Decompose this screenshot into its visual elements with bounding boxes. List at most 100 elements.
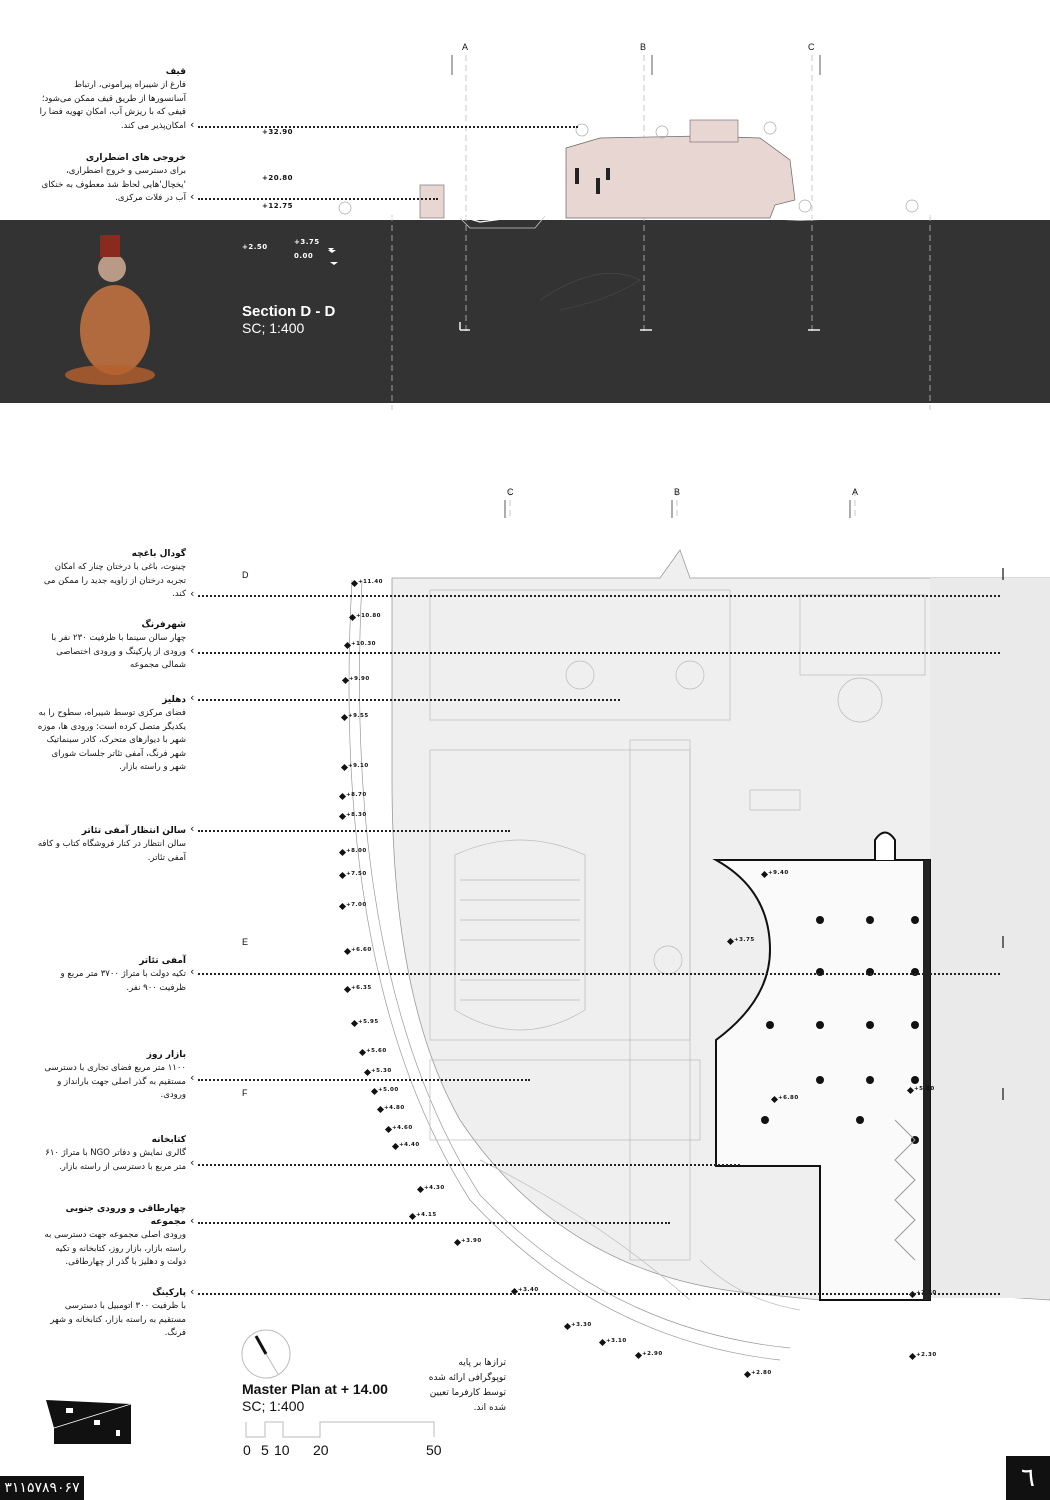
elevation-label: +7.50	[346, 871, 367, 877]
elevation-label: +9.10	[348, 763, 369, 769]
note-title: پارکینگ	[152, 1288, 186, 1298]
elevation-label: +9.55	[348, 713, 369, 719]
elevation-label: +10.30	[351, 641, 377, 647]
leader-line	[198, 1079, 530, 1081]
note-body: فارغ از شیبراه پیرامونی، ارتباط آسانسوره…	[39, 80, 186, 131]
page-number: ٦	[1006, 1456, 1050, 1500]
elevation-label: +4.80	[384, 1105, 405, 1111]
note-title: بازار روز	[146, 1050, 186, 1060]
elevation-label: +4.60	[392, 1125, 413, 1131]
elevation-label: +5.60	[366, 1048, 387, 1054]
leader-line	[198, 652, 1000, 654]
plan-note: چهارطاقی و ورودی جنوبی مجموعه ورودی اصلی …	[36, 1203, 186, 1270]
elevation-label: +2.30	[916, 1352, 937, 1358]
note-body: با ظرفیت ۳۰۰ اتومبیل با دسترسی مستقیم به…	[50, 1301, 186, 1338]
note-title: چهارطاقی و ورودی جنوبی مجموعه	[65, 1204, 186, 1227]
scale-label: 10	[274, 1442, 290, 1458]
elevation-label: +7.00	[346, 902, 367, 908]
elevation-label: +3.10	[606, 1338, 627, 1344]
elevation-label: +5.30	[371, 1068, 392, 1074]
north-arrow-icon	[241, 1329, 291, 1379]
grid-label-c: C	[808, 42, 815, 52]
level-label: +32.90	[262, 128, 294, 136]
section-drawing	[65, 55, 931, 410]
level-label: 0.00	[294, 252, 314, 260]
topography-note: ترازها بر پایه توپوگرافی ارائه شده توسط …	[428, 1358, 506, 1413]
plan-note: شهرفرنگ چهار سالن سینما با ظرفیت ۲۳۰ نفر …	[36, 619, 186, 673]
note-body: سالن انتظار در کنار فروشگاه کتاب و کافه …	[37, 839, 186, 863]
level-label: +3.75	[294, 238, 320, 246]
grid-label-a: A	[852, 487, 859, 497]
elevation-label: +9.90	[349, 676, 370, 682]
note-title: سالن انتظار آمفی تئاتر	[81, 826, 186, 836]
elevation-label: +2.80	[751, 1370, 772, 1376]
section-mark-f: F	[242, 1088, 248, 1098]
plan-note: بازار روز ۱۱۰۰ متر مربع فضای تجاری با دست…	[36, 1049, 186, 1103]
section-background	[0, 220, 1050, 403]
elevation-label: +8.70	[346, 792, 367, 798]
chevron-left-icon: ‹	[190, 691, 195, 704]
note-body: گالری نمایش و دفاتر NGO با متراژ ۶۱۰ متر…	[45, 1148, 186, 1172]
note-body: چهار سالن سینما با ظرفیت ۲۳۰ نفر با ورود…	[51, 633, 186, 670]
leader-line	[198, 198, 438, 200]
elevation-label: +8.00	[346, 848, 367, 854]
section-scale: SC; 1:400	[242, 320, 305, 336]
chevron-left-icon: ‹	[190, 1214, 195, 1227]
grid-label-c: C	[507, 487, 514, 497]
elevation-label: +11.40	[358, 579, 384, 585]
elevation-label: +4.30	[424, 1185, 445, 1191]
chevron-left-icon: ‹	[190, 644, 195, 657]
leader-line	[198, 699, 620, 701]
chevron-left-icon: ‹	[190, 1156, 195, 1169]
elevation-label: +8.30	[346, 812, 367, 818]
elevation-label: +4.40	[399, 1142, 420, 1148]
scale-bar	[245, 1421, 435, 1438]
section-mark-e: E	[242, 937, 249, 947]
leader-line	[198, 1164, 740, 1166]
scale-label: 0	[243, 1442, 251, 1458]
chevron-left-icon: ‹	[190, 118, 195, 131]
note-emergency-exits: خروجی های اضطراری برای دسترسی و خروج اضط…	[36, 152, 186, 206]
note-title: آمفی تئاتر	[139, 956, 186, 966]
elevation-label: +5.95	[358, 1019, 379, 1025]
note-title: شهرفرنگ	[141, 620, 186, 630]
note-body: فضای مرکزی توسط شیبراه، سطوح را به یکدیگ…	[37, 708, 186, 772]
leader-line	[198, 830, 510, 832]
plan-note: کتابخانه گالری نمایش و دفاتر NGO با متراژ…	[36, 1134, 186, 1174]
plan-note: سالن انتظار آمفی تئاتر سالن انتظار در کنا…	[36, 825, 186, 865]
elevation-label: +5.80	[914, 1086, 935, 1092]
note-body: ۱۱۰۰ متر مربع فضای تجاری با دسترسی مستقی…	[44, 1063, 186, 1100]
plan-title: Master Plan at + 14.00	[242, 1381, 388, 1397]
grid-label-a: A	[462, 42, 469, 52]
figure-illustration	[65, 235, 155, 385]
section-building	[565, 135, 796, 219]
chevron-left-icon: ‹	[190, 1285, 195, 1298]
note-title: کتابخانه	[151, 1135, 186, 1145]
leader-line	[198, 1293, 1000, 1295]
leader-line	[198, 126, 578, 128]
chevron-left-icon: ‹	[190, 822, 195, 835]
note-title: گودال باغچه	[131, 549, 186, 559]
plan-note: آمفی تئاتر تکیه دولت با متراژ ۳۷۰۰ متر مر…	[36, 955, 186, 995]
chevron-left-icon: ‹	[190, 965, 195, 978]
elevation-label: +10.80	[356, 613, 382, 619]
note-funnel: قیف فارغ از شیبراه پیرامونی، ارتباط آسان…	[36, 66, 186, 133]
grid-label-b: B	[640, 42, 647, 52]
elevation-label: +5.00	[378, 1087, 399, 1093]
note-body: ورودی اصلی مجموعه جهت دسترسی به راسته با…	[44, 1230, 186, 1267]
note-body: تکیه دولت با متراژ ۳۷۰۰ متر مربع و ظرفیت…	[60, 969, 186, 993]
elevation-label: +6.80	[778, 1095, 799, 1101]
level-label: +12.75	[262, 202, 294, 210]
scale-label: 20	[313, 1442, 329, 1458]
elevation-label: +9.40	[768, 870, 789, 876]
plan-note: پارکینگ با ظرفیت ۳۰۰ اتومبیل با دسترسی مس…	[36, 1287, 186, 1341]
elevation-label: +3.90	[461, 1238, 482, 1244]
leader-line	[198, 1222, 670, 1224]
note-title: خروجی های اضطراری	[85, 153, 186, 163]
plan-scale: SC; 1:400	[242, 1398, 305, 1414]
section-mark-d: D	[242, 570, 249, 580]
elevation-label: +6.35	[351, 985, 372, 991]
logo	[46, 1400, 132, 1444]
chevron-left-icon: ‹	[190, 587, 195, 600]
